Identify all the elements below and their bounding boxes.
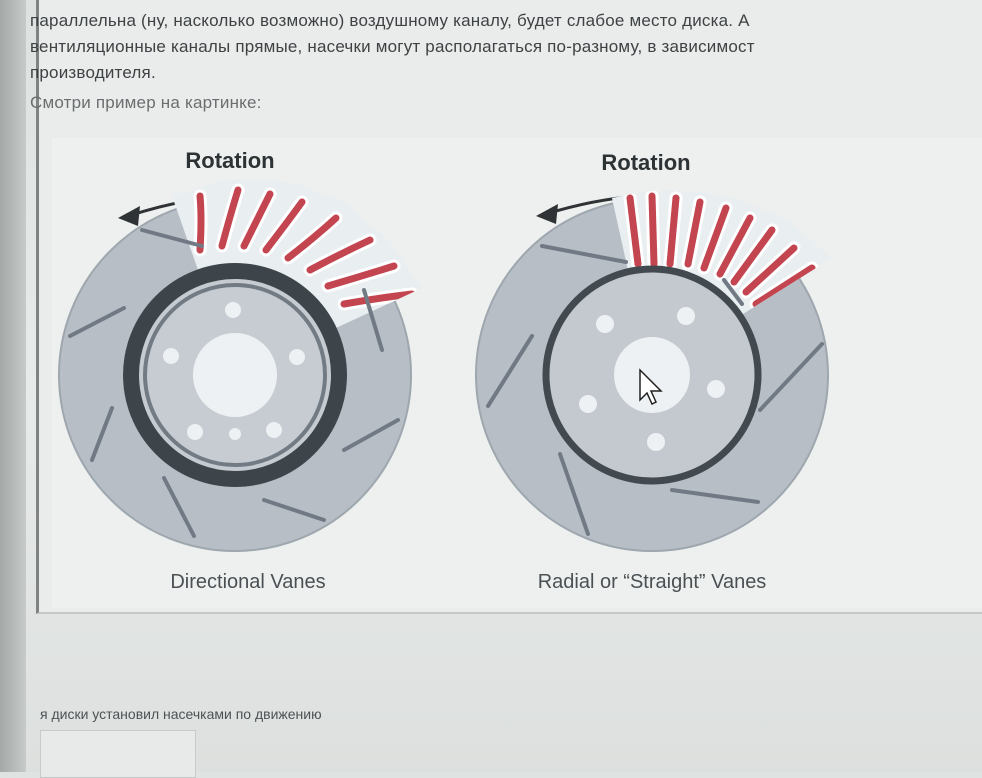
post-body: параллельна (ну, насколько возможно) воз… xyxy=(30,8,982,116)
rotation-label-right: Rotation xyxy=(601,150,690,175)
lug-holes-right xyxy=(579,307,725,451)
rotation-arrow-head-left xyxy=(118,206,140,226)
straight-vanes-disc: Rotation xyxy=(475,150,832,593)
see-example-text: Смотри пример на картинке: xyxy=(30,93,262,112)
brake-disc-image: Rotation xyxy=(52,138,982,608)
disc-slots-left xyxy=(68,228,400,538)
rotation-label-left: Rotation xyxy=(185,148,274,173)
brake-disc-illustration: Rotation xyxy=(58,148,832,593)
window-edge xyxy=(0,0,26,772)
disc-slots-right xyxy=(486,244,824,536)
center-bore-right xyxy=(614,337,690,413)
lug-holes-left xyxy=(163,302,305,440)
rotation-arrow-head-right xyxy=(536,204,558,224)
directional-vanes-disc: Rotation xyxy=(58,148,422,593)
post-line-1: параллельна (ну, насколько возможно) воз… xyxy=(30,11,750,30)
reply-comment: я диски установил насечками по движению xyxy=(40,706,322,722)
straight-vanes-caption: Radial or “Straight” Vanes xyxy=(538,571,767,593)
post-line-3: производителя. xyxy=(30,63,156,82)
mouse-cursor-icon xyxy=(639,368,663,406)
post-line-2: вентиляционные каналы прямые, насечки мо… xyxy=(30,37,755,56)
directional-vanes-caption: Directional Vanes xyxy=(170,571,325,593)
center-bore-left xyxy=(193,333,277,417)
reply-input-box[interactable] xyxy=(40,730,196,778)
